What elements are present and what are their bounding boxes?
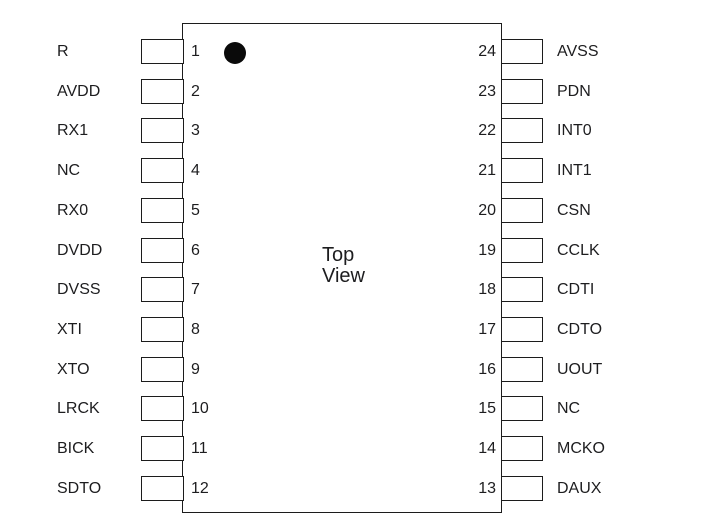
pin-pad-left (141, 475, 184, 501)
pin-number-left: 12 (191, 479, 209, 497)
pin-label-right: INT1 (557, 162, 592, 180)
pin-label-left: AVDD (57, 82, 101, 100)
pin-pad-right (500, 356, 543, 382)
pin-row-8-17: XTI 8 17 CDTO (0, 317, 703, 343)
pin-pad-left (141, 39, 184, 64)
pin-pad-right (500, 118, 543, 144)
pin-number-left: 7 (191, 281, 200, 299)
pin-number-right: 20 (478, 201, 496, 219)
pin-pad-left (141, 436, 184, 462)
pin-pad-right (500, 39, 543, 64)
pin-label-left: SDTO (57, 479, 102, 497)
pin-number-right: 18 (478, 281, 496, 299)
pin-pad-right (500, 317, 543, 343)
pin-label-right: CDTO (557, 321, 603, 339)
top-view-line1: Top (322, 244, 355, 266)
pin-number-right: 17 (478, 321, 496, 339)
pin-number-right: 16 (478, 360, 496, 378)
pin-number-left: 6 (191, 241, 200, 259)
pin-row-10-15: LRCK 10 15 NC (0, 396, 703, 422)
pin-number-left: 5 (191, 201, 200, 219)
pin-label-left: R (57, 43, 69, 60)
pin-row-12-13: SDTO 12 13 DAUX (0, 475, 703, 501)
pin-label-left: BICK (57, 440, 95, 458)
pin-label-right: CCLK (557, 241, 600, 259)
pin-pad-right (500, 158, 543, 184)
pin-number-left: 2 (191, 82, 200, 100)
pin-number-right: 14 (478, 440, 496, 458)
top-view-line2: View (322, 265, 365, 287)
pin-number-right: 15 (478, 400, 496, 418)
pin-label-right: DAUX (557, 479, 602, 497)
pin-row-1-24: R 1 24 AVSS (0, 39, 703, 64)
pin-number-right: 21 (478, 162, 496, 180)
pin-row-9-16: XTO 9 16 UOUT (0, 356, 703, 382)
pin-row-4-21: NC 4 21 INT1 (0, 158, 703, 184)
pin-label-right: PDN (557, 82, 591, 100)
pin-number-right: 19 (478, 241, 496, 259)
pin-number-left: 10 (191, 400, 209, 418)
pin-number-right: 23 (478, 82, 496, 100)
pin-number-left: 8 (191, 321, 200, 339)
pin-pad-left (141, 197, 184, 223)
pin-number-right: 24 (478, 43, 496, 60)
pin-pad-left (141, 317, 184, 343)
pin-row-7-18: DVSS 7 18 CDTI (0, 277, 703, 303)
pin-label-left: XTO (57, 360, 90, 378)
pin-number-left: 1 (191, 43, 200, 60)
pin-label-right: INT0 (557, 122, 592, 140)
pin-label-right: CSN (557, 201, 591, 219)
pin-row-3-22: RX1 3 22 INT0 (0, 118, 703, 144)
pin-row-11-14: BICK 11 14 MCKO (0, 436, 703, 462)
pin-label-right: NC (557, 400, 581, 418)
pin-row-5-20: RX0 5 20 CSN (0, 197, 703, 223)
pin1-indicator-dot (224, 42, 246, 64)
pin-pad-left (141, 356, 184, 382)
pin-pad-right (500, 475, 543, 501)
pin-label-left: XTI (57, 321, 82, 339)
pin-number-left: 4 (191, 162, 200, 180)
pin-pad-right (500, 197, 543, 223)
pin-pad-left (141, 277, 184, 303)
pin-label-right: MCKO (557, 440, 605, 458)
pin-label-right: UOUT (557, 360, 603, 378)
pin-pad-right (500, 396, 543, 422)
pin-label-left: RX0 (57, 201, 89, 219)
pin-label-left: NC (57, 162, 81, 180)
pin-row-2-23: AVDD 2 23 PDN (0, 78, 703, 104)
pin-pad-right (500, 436, 543, 462)
pin-pad-right (500, 237, 543, 263)
pin-label-left: DVDD (57, 241, 103, 259)
pin-pad-left (141, 396, 184, 422)
pin-label-right: CDTI (557, 281, 595, 299)
pin-pad-left (141, 78, 184, 104)
pin-pad-right (500, 78, 543, 104)
pin-number-left: 11 (191, 440, 208, 458)
pin-pad-left (141, 158, 184, 184)
pin-number-right: 13 (478, 479, 496, 497)
pin-pad-right (500, 277, 543, 303)
pin-label-left: DVSS (57, 281, 101, 299)
pin-pad-left (141, 237, 184, 263)
pin-number-left: 3 (191, 122, 200, 140)
pin-label-left: LRCK (57, 400, 100, 418)
pin-pad-left (141, 118, 184, 144)
pin-label-right: AVSS (557, 43, 599, 60)
pin-number-right: 22 (478, 122, 496, 140)
pin-number-left: 9 (191, 360, 200, 378)
pin-row-6-19: DVDD 6 19 CCLK (0, 237, 703, 263)
pin-label-left: RX1 (57, 122, 89, 140)
ic-package-body (182, 23, 502, 513)
